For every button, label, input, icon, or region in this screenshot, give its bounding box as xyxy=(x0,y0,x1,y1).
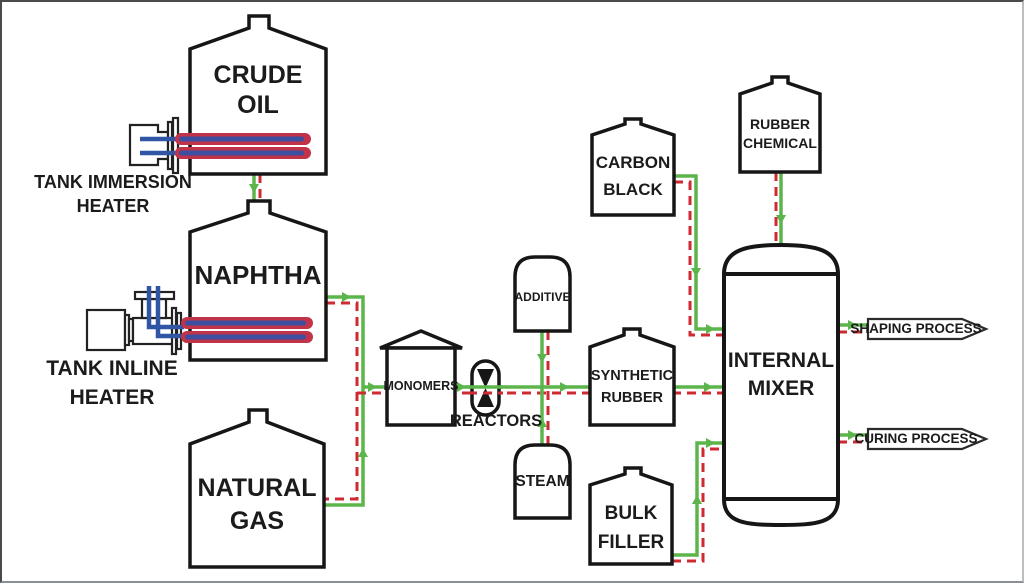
vessel-shapes xyxy=(188,14,840,569)
steam-label: STEAM xyxy=(515,472,570,492)
label-line: ADDITIVE xyxy=(514,290,571,304)
label-line: OIL xyxy=(237,91,279,119)
label-line: TANK INLINE xyxy=(46,357,178,380)
label-line: HEATER xyxy=(76,196,150,216)
inline-heater-motor xyxy=(85,308,127,352)
bulk-filler-label: BULK FILLER xyxy=(590,499,672,557)
inline-heater-top-flange xyxy=(133,290,176,301)
curing-process-tag: CURING PROCESS xyxy=(854,428,977,449)
label-line: STEAM xyxy=(515,473,570,490)
bulk-filler-tank-shape xyxy=(588,466,674,566)
inline-heater-leads xyxy=(146,286,184,339)
label-line: GAS xyxy=(229,507,285,535)
label-line: INTERNAL xyxy=(727,349,835,372)
reactors-shape xyxy=(468,359,503,417)
label-line: CRUDE xyxy=(213,61,303,89)
label-line: REACTORS xyxy=(449,411,543,430)
monomers-roof-shape xyxy=(379,329,463,350)
flow-arrow-icons xyxy=(249,184,857,504)
label-line: BLACK xyxy=(603,180,663,199)
internal-mixer-label: INTERNAL MIXER xyxy=(724,346,838,404)
label-line: SHAPING PROCESS xyxy=(850,321,982,336)
carbon-black-label: CARBON BLACK xyxy=(592,148,674,204)
label-line: MIXER xyxy=(747,377,815,400)
reactors-label: REACTORS xyxy=(450,411,542,431)
label-line: BULK xyxy=(604,503,658,524)
label-line: MONOMERS xyxy=(383,379,459,393)
immersion-heater-body xyxy=(128,123,170,167)
tank-immersion-heater xyxy=(128,116,311,175)
steam-vessel-shape xyxy=(513,443,572,520)
additive-label: ADDITIVE xyxy=(514,288,571,306)
immersion-heater-flange xyxy=(166,120,174,171)
inline-heater-pipe xyxy=(131,316,177,346)
monomers-label: MONOMERS xyxy=(384,376,459,396)
tank-inline-heater-label: TANK INLINE HEATER xyxy=(20,354,204,412)
label-line: HEATER xyxy=(69,386,155,409)
rubber-chemical-label: RUBBER CHEMICAL xyxy=(740,114,820,154)
label-line: CURING PROCESS xyxy=(854,431,978,446)
tank-inline-heater xyxy=(85,286,313,356)
additive-vessel-shape xyxy=(513,255,572,333)
label-line: SYNTHETIC xyxy=(590,368,674,384)
shaping-process-tag: SHAPING PROCESS xyxy=(850,318,981,339)
shaping-process-tag-shape xyxy=(866,317,989,341)
rubber-chemical-tank-shape xyxy=(738,75,822,174)
synthetic-rubber-label: SYNTHETIC RUBBER xyxy=(590,364,674,410)
synthetic-rubber-tank-shape xyxy=(588,327,676,427)
natural-gas-tank-shape xyxy=(188,408,326,569)
natural-gas-label: NATURAL GAS xyxy=(190,472,324,538)
curing-process-tag-shape xyxy=(866,427,989,451)
label-line: CHEMICAL xyxy=(743,135,817,151)
immersion-heater-leads xyxy=(140,136,178,156)
monomers-tank-shape xyxy=(385,346,457,427)
label-line: CARBON xyxy=(595,153,671,172)
label-line: FILLER xyxy=(597,532,665,553)
crude-oil-label: CRUDE OIL xyxy=(192,59,324,121)
label-line: TANK IMMERSION xyxy=(34,172,192,192)
label-line: NATURAL xyxy=(197,474,317,502)
label-line: RUBBER xyxy=(750,116,810,132)
naphtha-label: NAPHTHA xyxy=(192,260,324,290)
process-tags xyxy=(866,317,989,451)
tank-immersion-heater-label: TANK IMMERSION HEATER xyxy=(24,169,202,219)
label-line: RUBBER xyxy=(600,390,664,406)
label-line: NAPHTHA xyxy=(194,259,322,290)
carbon-black-tank-shape xyxy=(590,117,676,217)
inline-heater-wall-flange xyxy=(170,306,178,356)
